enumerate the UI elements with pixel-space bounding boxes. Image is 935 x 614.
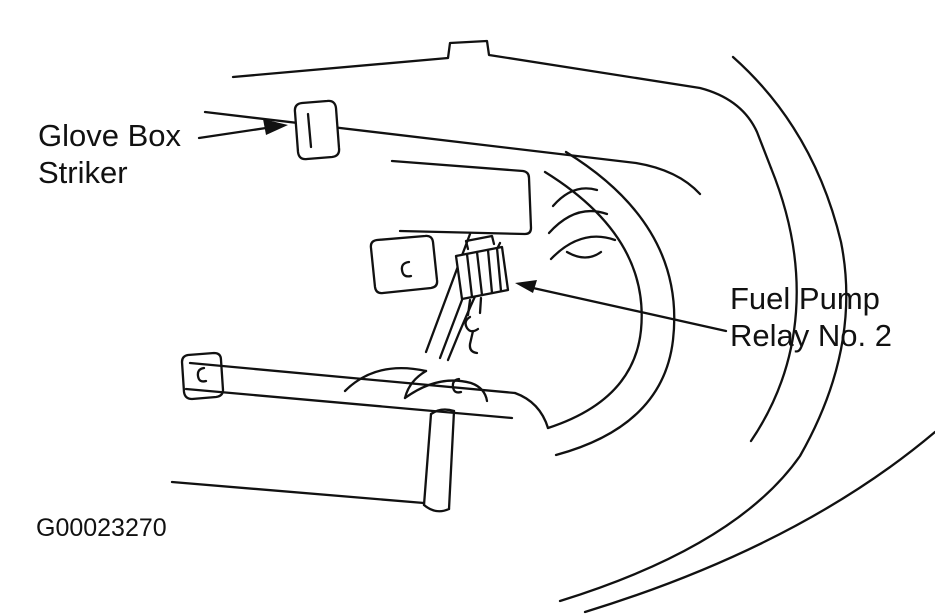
fuel-pump-relay-tab xyxy=(464,234,496,251)
bracket-curve-3 xyxy=(403,379,489,403)
bracket-hook xyxy=(451,377,463,394)
fuel-pump-relay-body xyxy=(454,245,510,301)
fuel-pump-relay-hook xyxy=(464,315,480,333)
glove-box-striker-label: Glove Box Striker xyxy=(38,117,181,191)
fuel-pump-relay-wire xyxy=(468,329,479,355)
pillar-top xyxy=(429,408,456,416)
lower-rail-top xyxy=(188,361,517,395)
recessed-panel xyxy=(390,159,533,236)
fuel-pump-relay-terminal-2 xyxy=(478,296,483,315)
glove-box-striker-arrowhead xyxy=(263,119,288,135)
cavity-detail-arc-3 xyxy=(549,235,617,261)
fuel-pump-relay-rib-4 xyxy=(495,246,503,293)
bracket-curve-1 xyxy=(343,367,428,393)
cavity-detail-arc-1 xyxy=(551,187,599,208)
relay-mount-line xyxy=(438,298,464,360)
arrowheads xyxy=(263,119,537,293)
clip-plate xyxy=(369,234,439,295)
lower-rail-endcap xyxy=(180,351,225,401)
glove-box-striker-slot xyxy=(306,112,313,149)
cavity-detail-arc-2 xyxy=(547,209,609,235)
fuel-pump-relay-rib-1 xyxy=(465,252,474,299)
lower-long-edge xyxy=(170,480,426,505)
fuel-pump-relay-label-line1: Fuel Pump xyxy=(730,281,880,316)
pillar-bottom xyxy=(422,503,451,513)
figure-id-code: G00023270 xyxy=(36,514,167,542)
line-art xyxy=(170,39,935,614)
fuel-pump-relay-rib-3 xyxy=(486,248,494,295)
fuel-pump-relay-rib-2 xyxy=(475,250,484,297)
dash-top-edge xyxy=(231,39,773,170)
pillar-right xyxy=(447,409,456,511)
body-contour-lower xyxy=(583,430,935,614)
fuel-pump-relay-label-line2: Relay No. 2 xyxy=(730,318,892,353)
pillar-left xyxy=(422,412,433,507)
cavity-detail-arc-4 xyxy=(565,250,603,259)
right-pillar-contour xyxy=(749,166,798,443)
fuel-pump-relay-terminal-1 xyxy=(466,298,472,317)
lower-rail-hook xyxy=(196,366,208,383)
bracket-curve-2 xyxy=(403,369,428,400)
glove-box-striker-label-line2: Striker xyxy=(38,155,128,190)
glove-box-striker-leader xyxy=(197,126,268,140)
fuel-pump-relay-leader xyxy=(531,286,728,333)
glove-box-striker-loop xyxy=(293,99,341,161)
clip-plate-hook xyxy=(400,260,413,278)
leader-lines xyxy=(197,126,728,333)
rail-to-cavity xyxy=(513,391,550,430)
fuel-pump-relay-label: Fuel Pump Relay No. 2 xyxy=(730,280,892,354)
lower-rail-bottom xyxy=(184,387,514,420)
fuel-pump-relay-arrowhead xyxy=(515,280,537,293)
body-contour-outer xyxy=(558,55,848,603)
dash-top-inner-edge xyxy=(203,110,702,196)
cavity-arc-outer xyxy=(554,150,676,457)
glove-box-striker-label-line1: Glove Box xyxy=(38,118,182,153)
